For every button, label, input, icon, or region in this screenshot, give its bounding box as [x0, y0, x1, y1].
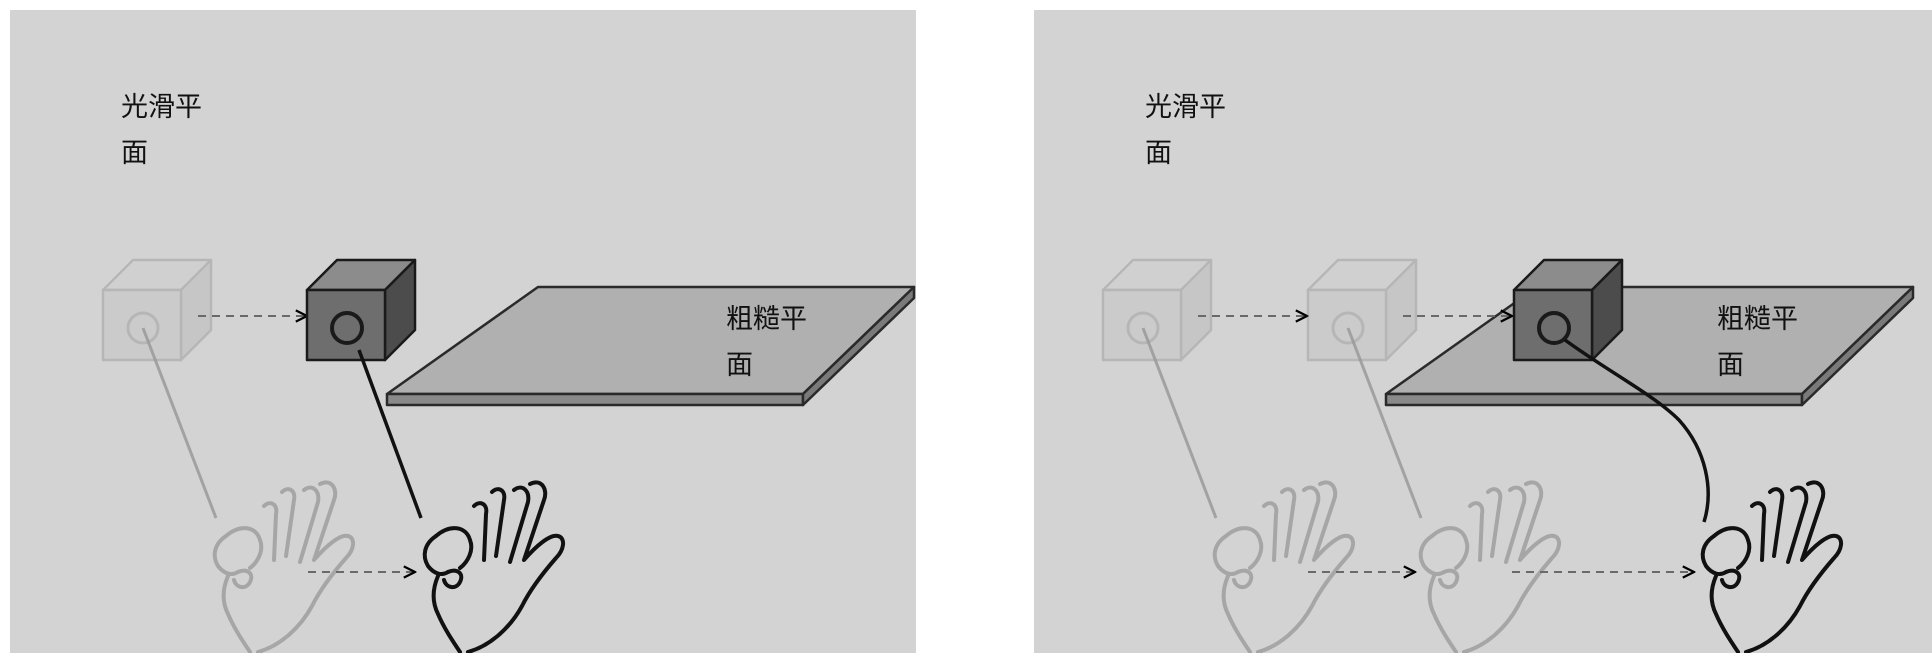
hand — [1700, 480, 1844, 653]
cube — [1512, 258, 1624, 362]
smooth-surface-label: 光滑平面 — [121, 92, 202, 169]
ghost-string-1 — [1141, 327, 1218, 519]
cube — [305, 258, 417, 362]
right-panel: 光滑平面 粗糙平面 — [1034, 10, 1932, 653]
ghost-hand-2 — [1418, 480, 1562, 653]
string — [357, 349, 423, 519]
right-scene — [1101, 258, 1915, 653]
smooth-surface-label: 光滑平面 — [1145, 92, 1226, 169]
left-panel: 光滑平面 粗糙平面 — [10, 10, 916, 653]
rough-surface — [385, 285, 916, 407]
left-scene — [101, 258, 916, 653]
ghost-string — [141, 327, 218, 519]
rough-surface-label: 粗糙平面 — [1717, 304, 1798, 381]
ghost-hand — [212, 480, 356, 653]
rough-surface-label: 粗糙平面 — [726, 304, 807, 381]
rough-surface — [1384, 285, 1915, 407]
ghost-string-2 — [1346, 327, 1423, 519]
ghost-hand-1 — [1212, 480, 1356, 653]
ghost-cube-1 — [1101, 258, 1213, 362]
hand — [422, 480, 566, 653]
ghost-cube-2 — [1306, 258, 1418, 362]
curved-string — [1563, 338, 1710, 523]
ghost-cube — [101, 258, 213, 362]
